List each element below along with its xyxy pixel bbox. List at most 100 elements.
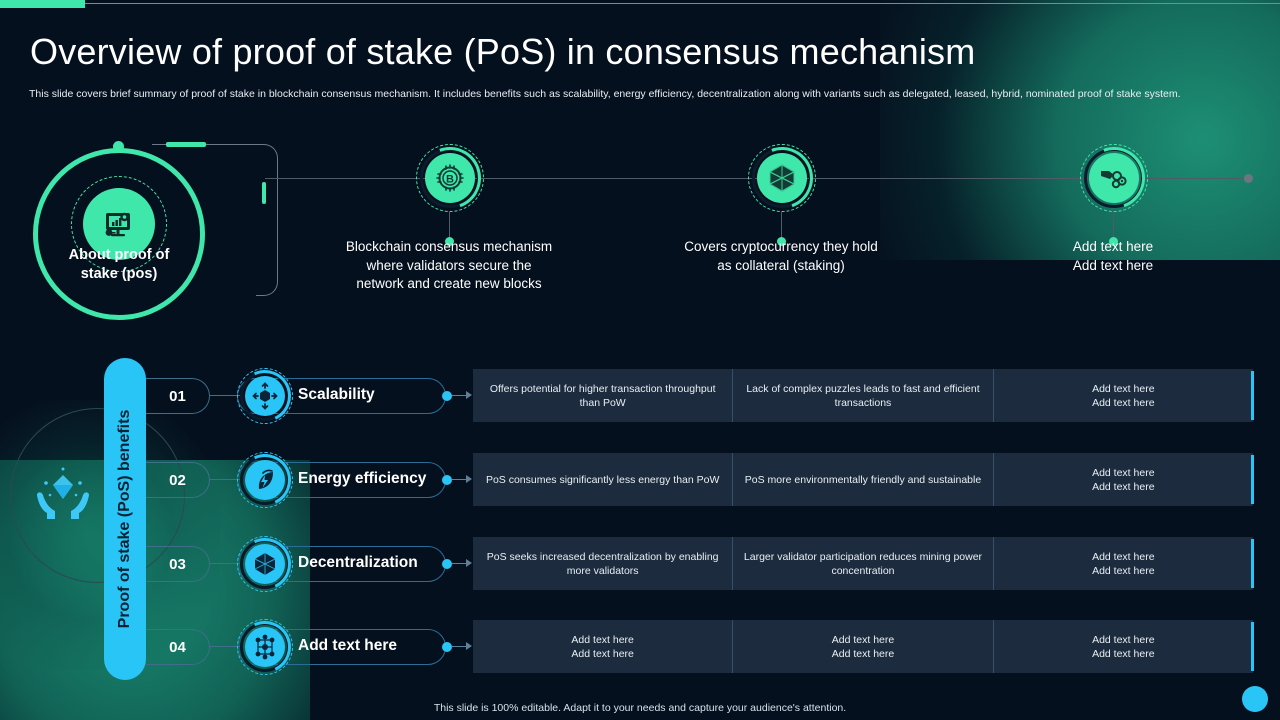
benefit-connector-line-3 xyxy=(452,563,468,564)
capsule-dashed-ring xyxy=(237,368,293,424)
capsule-dark-ring xyxy=(240,455,290,505)
benefit-connector-line-1 xyxy=(452,395,468,396)
capsule-dashed-ring xyxy=(237,619,293,675)
node-dashed-ring xyxy=(1080,144,1148,212)
node-stem-3 xyxy=(1113,212,1114,240)
bracket-connector xyxy=(152,142,278,299)
benefit-row-3: 03 Decentraliza xyxy=(0,530,1280,602)
node-2-line1: Covers cryptocurrency they hold xyxy=(684,239,878,254)
benefit-number-3: 03 xyxy=(146,546,210,582)
benefit-cell: PoS more environmentally friendly and su… xyxy=(732,453,992,506)
top-accent-bar xyxy=(0,0,1280,8)
node-dashed-ring xyxy=(416,144,484,212)
benefit-number-1: 01 xyxy=(146,378,210,414)
node-1-line3: network and create new blocks xyxy=(356,276,542,291)
benefit-label-3: Decentralization xyxy=(298,554,418,571)
node-stem-dot-3 xyxy=(1109,237,1118,246)
benefit-number-4: 04 xyxy=(146,629,210,665)
node-2-line2: as collateral (staking) xyxy=(717,257,845,273)
capsule-dark-ring xyxy=(240,622,290,672)
monitor-analytics-icon xyxy=(83,188,155,260)
timeline-node-2-text: Covers cryptocurrency they hold as colla… xyxy=(651,238,911,275)
node-stem-dot-2 xyxy=(777,237,786,246)
benefits-vertical-label: Proof of stake (PoS) benefits xyxy=(104,358,146,680)
capsule-dashed-ring xyxy=(237,452,293,508)
node-dashed-ring xyxy=(748,144,816,212)
benefit-cell: Add text here Add text here xyxy=(992,537,1253,590)
svg-text:B: B xyxy=(446,174,454,186)
benefit-number-connector-1 xyxy=(210,395,240,396)
hero-label: About proof of stake (pos) xyxy=(33,246,205,284)
benefit-detail-panel-3: PoS seeks increased decentralization by … xyxy=(473,537,1254,590)
capsule-dashed-ring xyxy=(237,536,293,592)
benefit-cell: Add text here Add text here xyxy=(992,620,1253,673)
energy-leaf-glyph xyxy=(245,460,285,500)
top-bar-rule xyxy=(85,3,1280,4)
benefit-label-1: Scalability xyxy=(298,386,375,403)
benefit-connector-arrow-3 xyxy=(466,559,472,567)
node-stem-2 xyxy=(781,212,782,240)
benefit-row-2: 02 Energy efficiency PoS xyxy=(0,446,1280,518)
benefit-connector-arrow-2 xyxy=(466,475,472,483)
benefit-connector-dot-3 xyxy=(442,559,452,569)
benefit-cell: Add text here Add text here xyxy=(732,620,992,673)
network-nodes-glyph xyxy=(245,627,285,667)
hand-coins-icon xyxy=(1089,153,1139,203)
panel-accent-edge xyxy=(1251,371,1254,420)
node-dark-ring xyxy=(752,148,812,208)
benefit-cell: Lack of complex puzzles leads to fast an… xyxy=(732,369,992,422)
benefit-connector-dot-1 xyxy=(442,391,452,401)
bracket-top-line xyxy=(152,144,264,145)
node-stem-dot-1 xyxy=(445,237,454,246)
energy-leaf-icon xyxy=(231,446,299,514)
node-3-line1: Add text here xyxy=(1072,239,1154,254)
overview-timeline-section: About proof of stake (pos) B xyxy=(0,130,1280,320)
benefit-number-2: 02 xyxy=(146,462,210,498)
node-3-line2: Add text here xyxy=(1072,257,1154,273)
timeline-node-3[interactable] xyxy=(1072,136,1156,220)
decentralized-cube-glyph xyxy=(245,544,285,584)
benefit-connector-line-4 xyxy=(452,646,468,647)
timeline-node-2[interactable] xyxy=(740,136,824,220)
benefit-detail-panel-2: PoS consumes significantly less energy t… xyxy=(473,453,1254,506)
hero-dashed-ring xyxy=(71,176,167,272)
network-nodes-icon xyxy=(231,613,299,681)
node-stem-1 xyxy=(449,212,450,240)
benefit-row-1: 01 xyxy=(0,362,1280,434)
cube-arrows-icon xyxy=(231,362,299,430)
node-1-line1: Blockchain consensus mechanism xyxy=(345,239,553,254)
benefit-detail-panel-4: Add text here Add text here Add text her… xyxy=(473,620,1254,673)
bracket-tick xyxy=(262,182,266,204)
benefit-number-connector-4 xyxy=(210,646,240,647)
diamond-in-hands-icon xyxy=(28,463,98,529)
benefit-cell: Larger validator participation reduces m… xyxy=(732,537,992,590)
benefit-label-2: Energy efficiency xyxy=(298,470,427,487)
node-1-line2: where validators secure the xyxy=(366,257,532,273)
benefit-connector-dot-4 xyxy=(442,642,452,652)
cube-arrows-glyph xyxy=(245,376,285,416)
benefit-cell: PoS seeks increased decentralization by … xyxy=(486,550,719,577)
benefit-row-4: 04 xyxy=(0,613,1280,685)
benefit-label-4: Add text here xyxy=(298,637,398,654)
bottom-right-decor-dot xyxy=(1242,686,1268,712)
benefits-section: Proof of stake (PoS) benefits 01 xyxy=(0,348,1280,688)
timeline-end-dot xyxy=(1244,174,1253,183)
footer-note: This slide is 100% editable. Adapt it to… xyxy=(433,702,847,714)
benefit-cell: Offers potential for higher transaction … xyxy=(489,382,716,409)
benefit-cell: Add text here Add text here xyxy=(992,453,1253,506)
timeline-node-1-text: Blockchain consensus mechanism where val… xyxy=(309,238,589,294)
capsule-dark-ring xyxy=(240,539,290,589)
page-subtitle: This slide covers brief summary of proof… xyxy=(29,88,1181,100)
benefit-cell: Add text here Add text here xyxy=(992,369,1253,422)
benefit-number-connector-3 xyxy=(210,563,240,564)
timeline-node-1[interactable]: B xyxy=(408,136,492,220)
panel-accent-edge xyxy=(1251,455,1254,504)
bracket-arc xyxy=(256,144,278,296)
benefit-connector-arrow-4 xyxy=(466,642,472,650)
benefit-cell: PoS consumes significantly less energy t… xyxy=(485,473,720,486)
hero-label-line2: stake (pos) xyxy=(80,266,158,282)
top-bar-accent-segment xyxy=(0,0,85,8)
polygon-network-icon xyxy=(757,153,807,203)
benefits-decor-circle xyxy=(10,408,185,583)
